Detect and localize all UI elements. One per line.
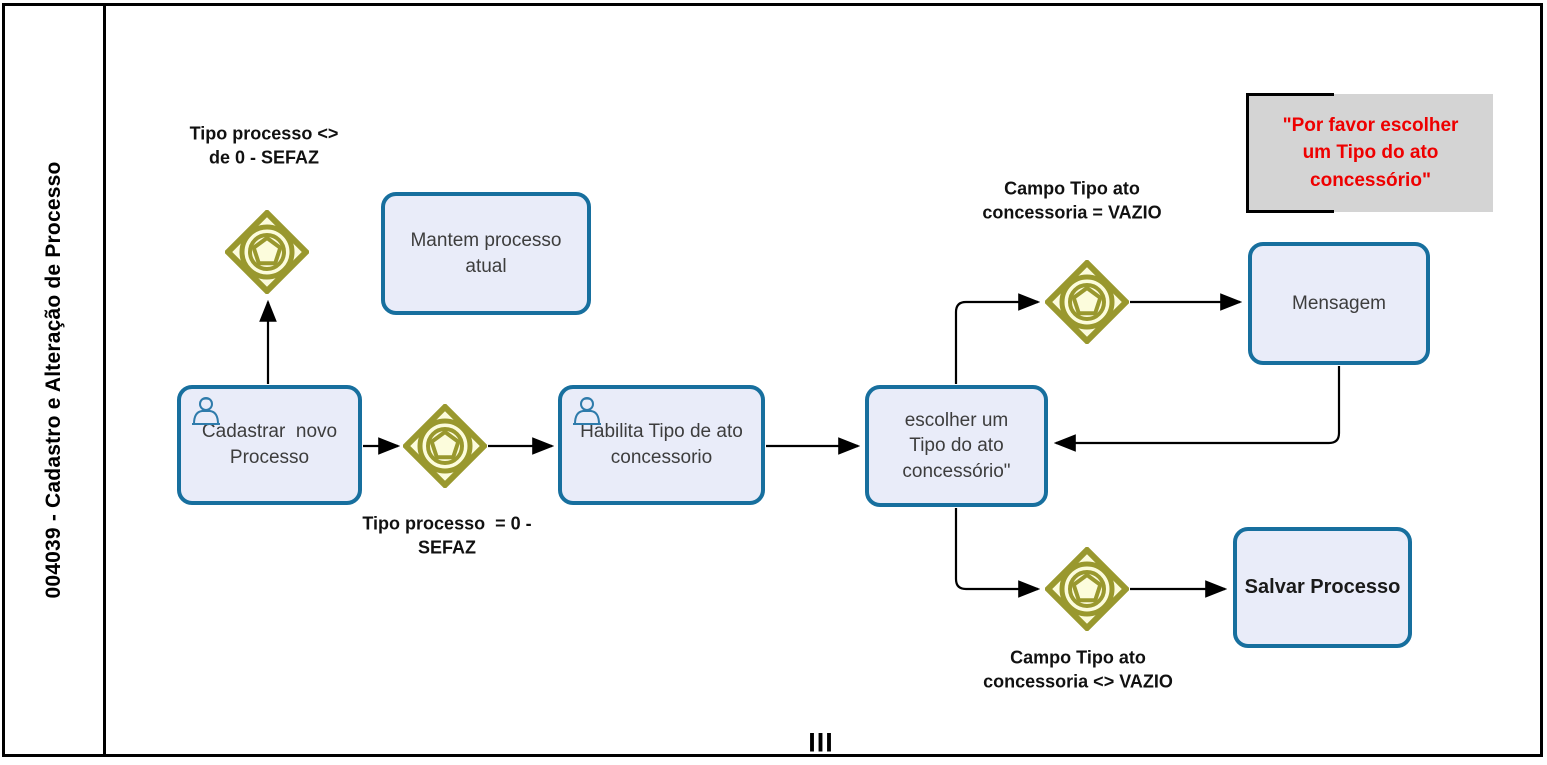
- annotation-bracket: [1246, 95, 1249, 213]
- pool-border: [2, 3, 1543, 757]
- annotation-bracket: [1246, 93, 1334, 96]
- phase-marker: III: [808, 727, 834, 758]
- gateway-tipo-processo-diferente[interactable]: [223, 208, 311, 296]
- task-label: Cadastrar novo Processo: [201, 421, 338, 468]
- task-mensagem[interactable]: Mensagem: [1248, 242, 1430, 365]
- gateway-pentagon-icon: [401, 402, 489, 490]
- gateway-campo-vazio[interactable]: [1043, 258, 1131, 346]
- condition-label-campo-nao-vazio: Campo Tipo ato concessoria <> VAZIO: [983, 647, 1173, 692]
- gateway-pentagon-icon: [1043, 258, 1131, 346]
- gateway-pentagon-icon: [223, 208, 311, 296]
- task-label: Habilita Tipo de ato concessorio: [580, 421, 743, 468]
- annotation-bracket: [1246, 210, 1334, 213]
- condition-label-tipo-diferente: Tipo processo <> de 0 - SEFAZ: [189, 123, 339, 168]
- lane-title: 004039 - Cadastro e Alteração de Process…: [42, 161, 65, 599]
- gateway-tipo-processo-igual[interactable]: [401, 402, 489, 490]
- task-mantem-processo-atual[interactable]: Mantem processo atual: [381, 192, 591, 315]
- condition-label-tipo-igual: Tipo processo = 0 - SEFAZ: [362, 513, 532, 558]
- annotation-box: "Por favor escolher um Tipo do ato conce…: [1248, 94, 1493, 212]
- user-task-icon: [189, 393, 225, 429]
- lane-divider: [103, 6, 106, 754]
- condition-label-campo-vazio: Campo Tipo ato concessoria = VAZIO: [982, 178, 1162, 223]
- task-label: escolher um Tipo do ato concessório": [902, 409, 1011, 482]
- user-task-icon: [570, 393, 606, 429]
- task-label: Mantem processo atual: [410, 229, 562, 277]
- task-label: Salvar Processo: [1244, 576, 1401, 598]
- task-escolher-tipo-ato[interactable]: escolher um Tipo do ato concessório": [865, 385, 1048, 507]
- task-salvar-processo[interactable]: Salvar Processo: [1233, 527, 1412, 648]
- gateway-campo-nao-vazio[interactable]: [1043, 545, 1131, 633]
- task-cadastrar-novo-processo[interactable]: Cadastrar novo Processo: [177, 385, 362, 505]
- annotation-text: "Por favor escolher um Tipo do ato conce…: [1282, 114, 1459, 191]
- task-habilita-tipo-ato[interactable]: Habilita Tipo de ato concessorio: [558, 385, 765, 505]
- gateway-pentagon-icon: [1043, 545, 1131, 633]
- task-label: Mensagem: [1292, 292, 1386, 314]
